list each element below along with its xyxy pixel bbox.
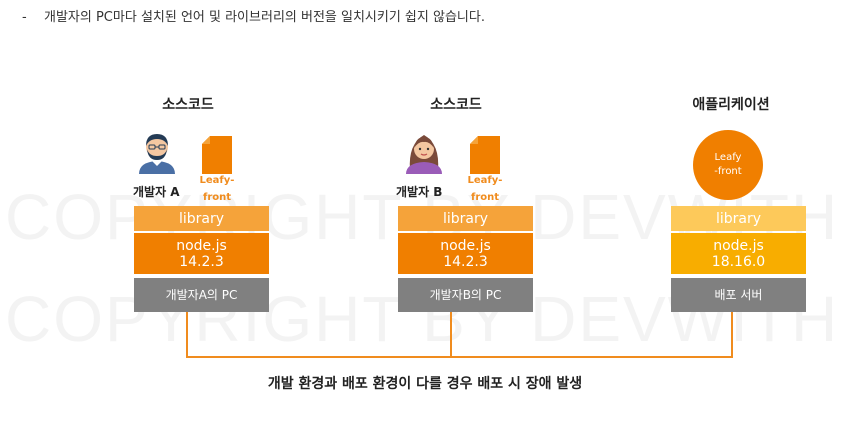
developer-a-label: 개발자 A — [133, 185, 180, 199]
source-file-icon — [202, 136, 232, 174]
file-label-line-1: Leafy- — [199, 175, 235, 186]
runtime-name: node.js — [440, 237, 491, 254]
intro-bullet: - — [22, 10, 27, 25]
platform-box: 개발자A의 PC — [134, 278, 269, 312]
library-box: library — [398, 206, 533, 231]
runtime-box: node.js 14.2.3 — [134, 233, 269, 274]
column-b-title: 소스코드 — [430, 97, 482, 113]
application-circle: Leafy -front — [693, 130, 763, 200]
developer-female-icon — [402, 130, 446, 174]
file-label-line-1: Leafy- — [467, 175, 503, 186]
intro-text: 개발자의 PC마다 설치된 언어 및 라이브러리의 버전을 일치시키기 쉽지 않… — [44, 10, 485, 25]
app-label-line-2: -front — [714, 166, 742, 177]
runtime-version: 14.2.3 — [443, 253, 488, 270]
intro-line: - 개발자의 PC마다 설치된 언어 및 라이브러리의 버전을 일치시키기 쉽지 … — [22, 6, 485, 25]
runtime-box: node.js 18.16.0 — [671, 233, 806, 274]
runtime-name: node.js — [713, 237, 764, 254]
app-label-line-1: Leafy — [714, 152, 742, 163]
library-box: library — [671, 206, 806, 231]
file-label-line-2: front — [202, 192, 232, 203]
file-label-line-2: front — [470, 192, 500, 203]
library-box: library — [134, 206, 269, 231]
runtime-version: 18.16.0 — [711, 253, 766, 270]
platform-box: 배포 서버 — [671, 278, 806, 312]
platform-box: 개발자B의 PC — [398, 278, 533, 312]
column-a-title: 소스코드 — [162, 97, 214, 113]
developer-male-icon — [135, 130, 179, 174]
runtime-name: node.js — [176, 237, 227, 254]
column-c-title: 애플리케이션 — [692, 97, 770, 113]
developer-b-label: 개발자 B — [396, 185, 443, 199]
runtime-version: 14.2.3 — [179, 253, 224, 270]
source-file-icon — [470, 136, 500, 174]
runtime-box: node.js 14.2.3 — [398, 233, 533, 274]
conclusion-text: 개발 환경과 배포 환경이 다를 경우 배포 시 장애 발생 — [267, 376, 583, 392]
